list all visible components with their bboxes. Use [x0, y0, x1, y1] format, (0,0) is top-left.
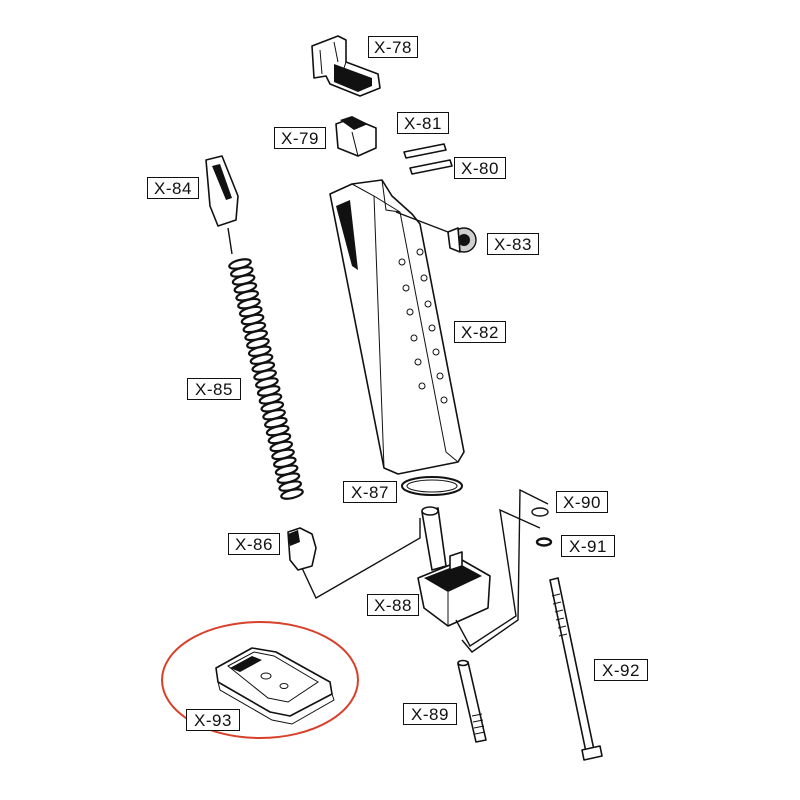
part-x90-x91-rings: [531, 507, 553, 547]
magazine-holes: [398, 248, 448, 404]
label-x88: X-88: [367, 594, 419, 616]
part-x86: [287, 527, 317, 571]
label-x83: X-83: [487, 233, 539, 255]
label-x81: X-81: [397, 112, 449, 134]
label-x91: X-91: [561, 535, 615, 557]
part-x85-spring: [228, 258, 304, 500]
label-x90: X-90: [556, 491, 608, 513]
label-x78: X-78: [368, 36, 418, 58]
label-x89: X-89: [403, 703, 457, 725]
part-x92: [549, 577, 603, 761]
part-x82: [329, 179, 465, 475]
spring-coil: [280, 488, 304, 500]
label-x93: X-93: [186, 709, 240, 731]
part-x84: [205, 155, 239, 255]
part-x89: [457, 659, 487, 743]
label-x92: X-92: [594, 659, 648, 681]
label-x84: X-84: [147, 177, 199, 199]
part-x79: [335, 116, 377, 157]
label-x82: X-82: [454, 321, 506, 343]
part-x88: [417, 506, 491, 627]
part-x78: [311, 35, 381, 97]
label-x85: X-85: [187, 378, 241, 400]
label-x86: X-86: [228, 533, 280, 555]
leader-lines: [301, 488, 549, 653]
part-x87-oring: [401, 476, 463, 496]
label-x79: X-79: [274, 127, 326, 149]
part-x93: [161, 621, 359, 739]
part-x83: [395, 211, 477, 253]
highlight-ring: [161, 621, 359, 739]
label-x80: X-80: [454, 157, 506, 179]
label-x87: X-87: [343, 481, 397, 503]
part-x80-x81-pins: [403, 143, 453, 175]
